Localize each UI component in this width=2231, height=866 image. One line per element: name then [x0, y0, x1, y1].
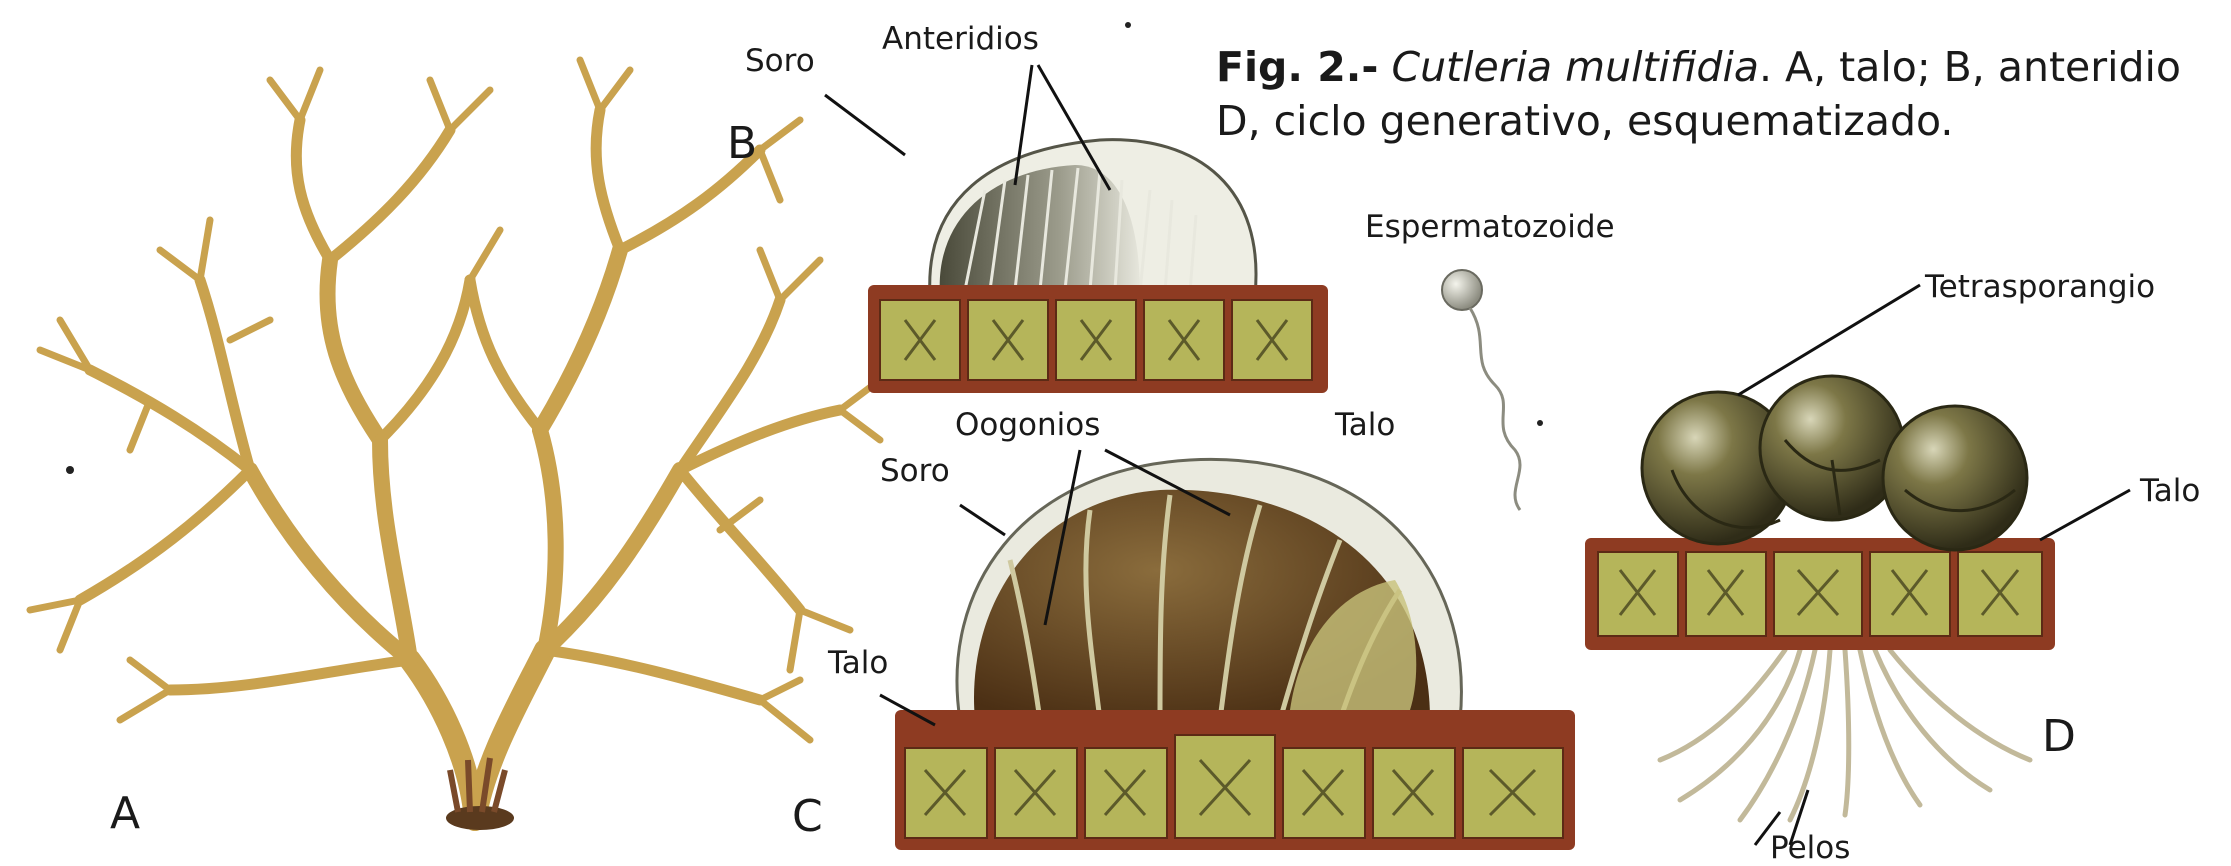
- label-espermatozoide: Espermatozoide: [1365, 212, 1615, 243]
- spermatozoid-drawing: [1442, 270, 1520, 510]
- panel-label-c: C: [792, 795, 823, 839]
- sorus-c-drawing: [895, 459, 1575, 850]
- label-anteridios: Anteridios: [882, 24, 1039, 55]
- label-pelos: Pelos: [1770, 833, 1850, 864]
- caption-fig-label: Fig. 2.-: [1216, 43, 1378, 91]
- sorus-b-drawing: [868, 140, 1328, 393]
- panel-label-b: B: [727, 122, 757, 166]
- label-talo-mid: Talo: [1335, 410, 1395, 441]
- caption-species: Cutleria multifidia: [1391, 43, 1759, 91]
- label-talo-c: Talo: [828, 648, 888, 679]
- generative-cycle-d-drawing: [1585, 376, 2055, 845]
- panel-label-a: A: [110, 792, 140, 836]
- label-soro-b: Soro: [745, 46, 815, 77]
- caption-line-1-rest: . A, talo; B, anteridio: [1759, 43, 2181, 91]
- label-talo-d: Talo: [2140, 476, 2200, 507]
- label-soro-c: Soro: [880, 456, 950, 487]
- label-oogonios: Oogonios: [955, 410, 1100, 441]
- thallus-a-drawing: [30, 60, 880, 820]
- label-tetrasporangio: Tetrasporangio: [1925, 272, 2155, 303]
- caption-line-2: D, ciclo generativo, esquematizado.: [1216, 94, 2181, 148]
- caption-line-1: Fig. 2.- Cutleria multifidia. A, talo; B…: [1216, 40, 2181, 94]
- panel-label-d: D: [2042, 715, 2076, 759]
- figure-caption: Fig. 2.- Cutleria multifidia. A, talo; B…: [1216, 40, 2181, 148]
